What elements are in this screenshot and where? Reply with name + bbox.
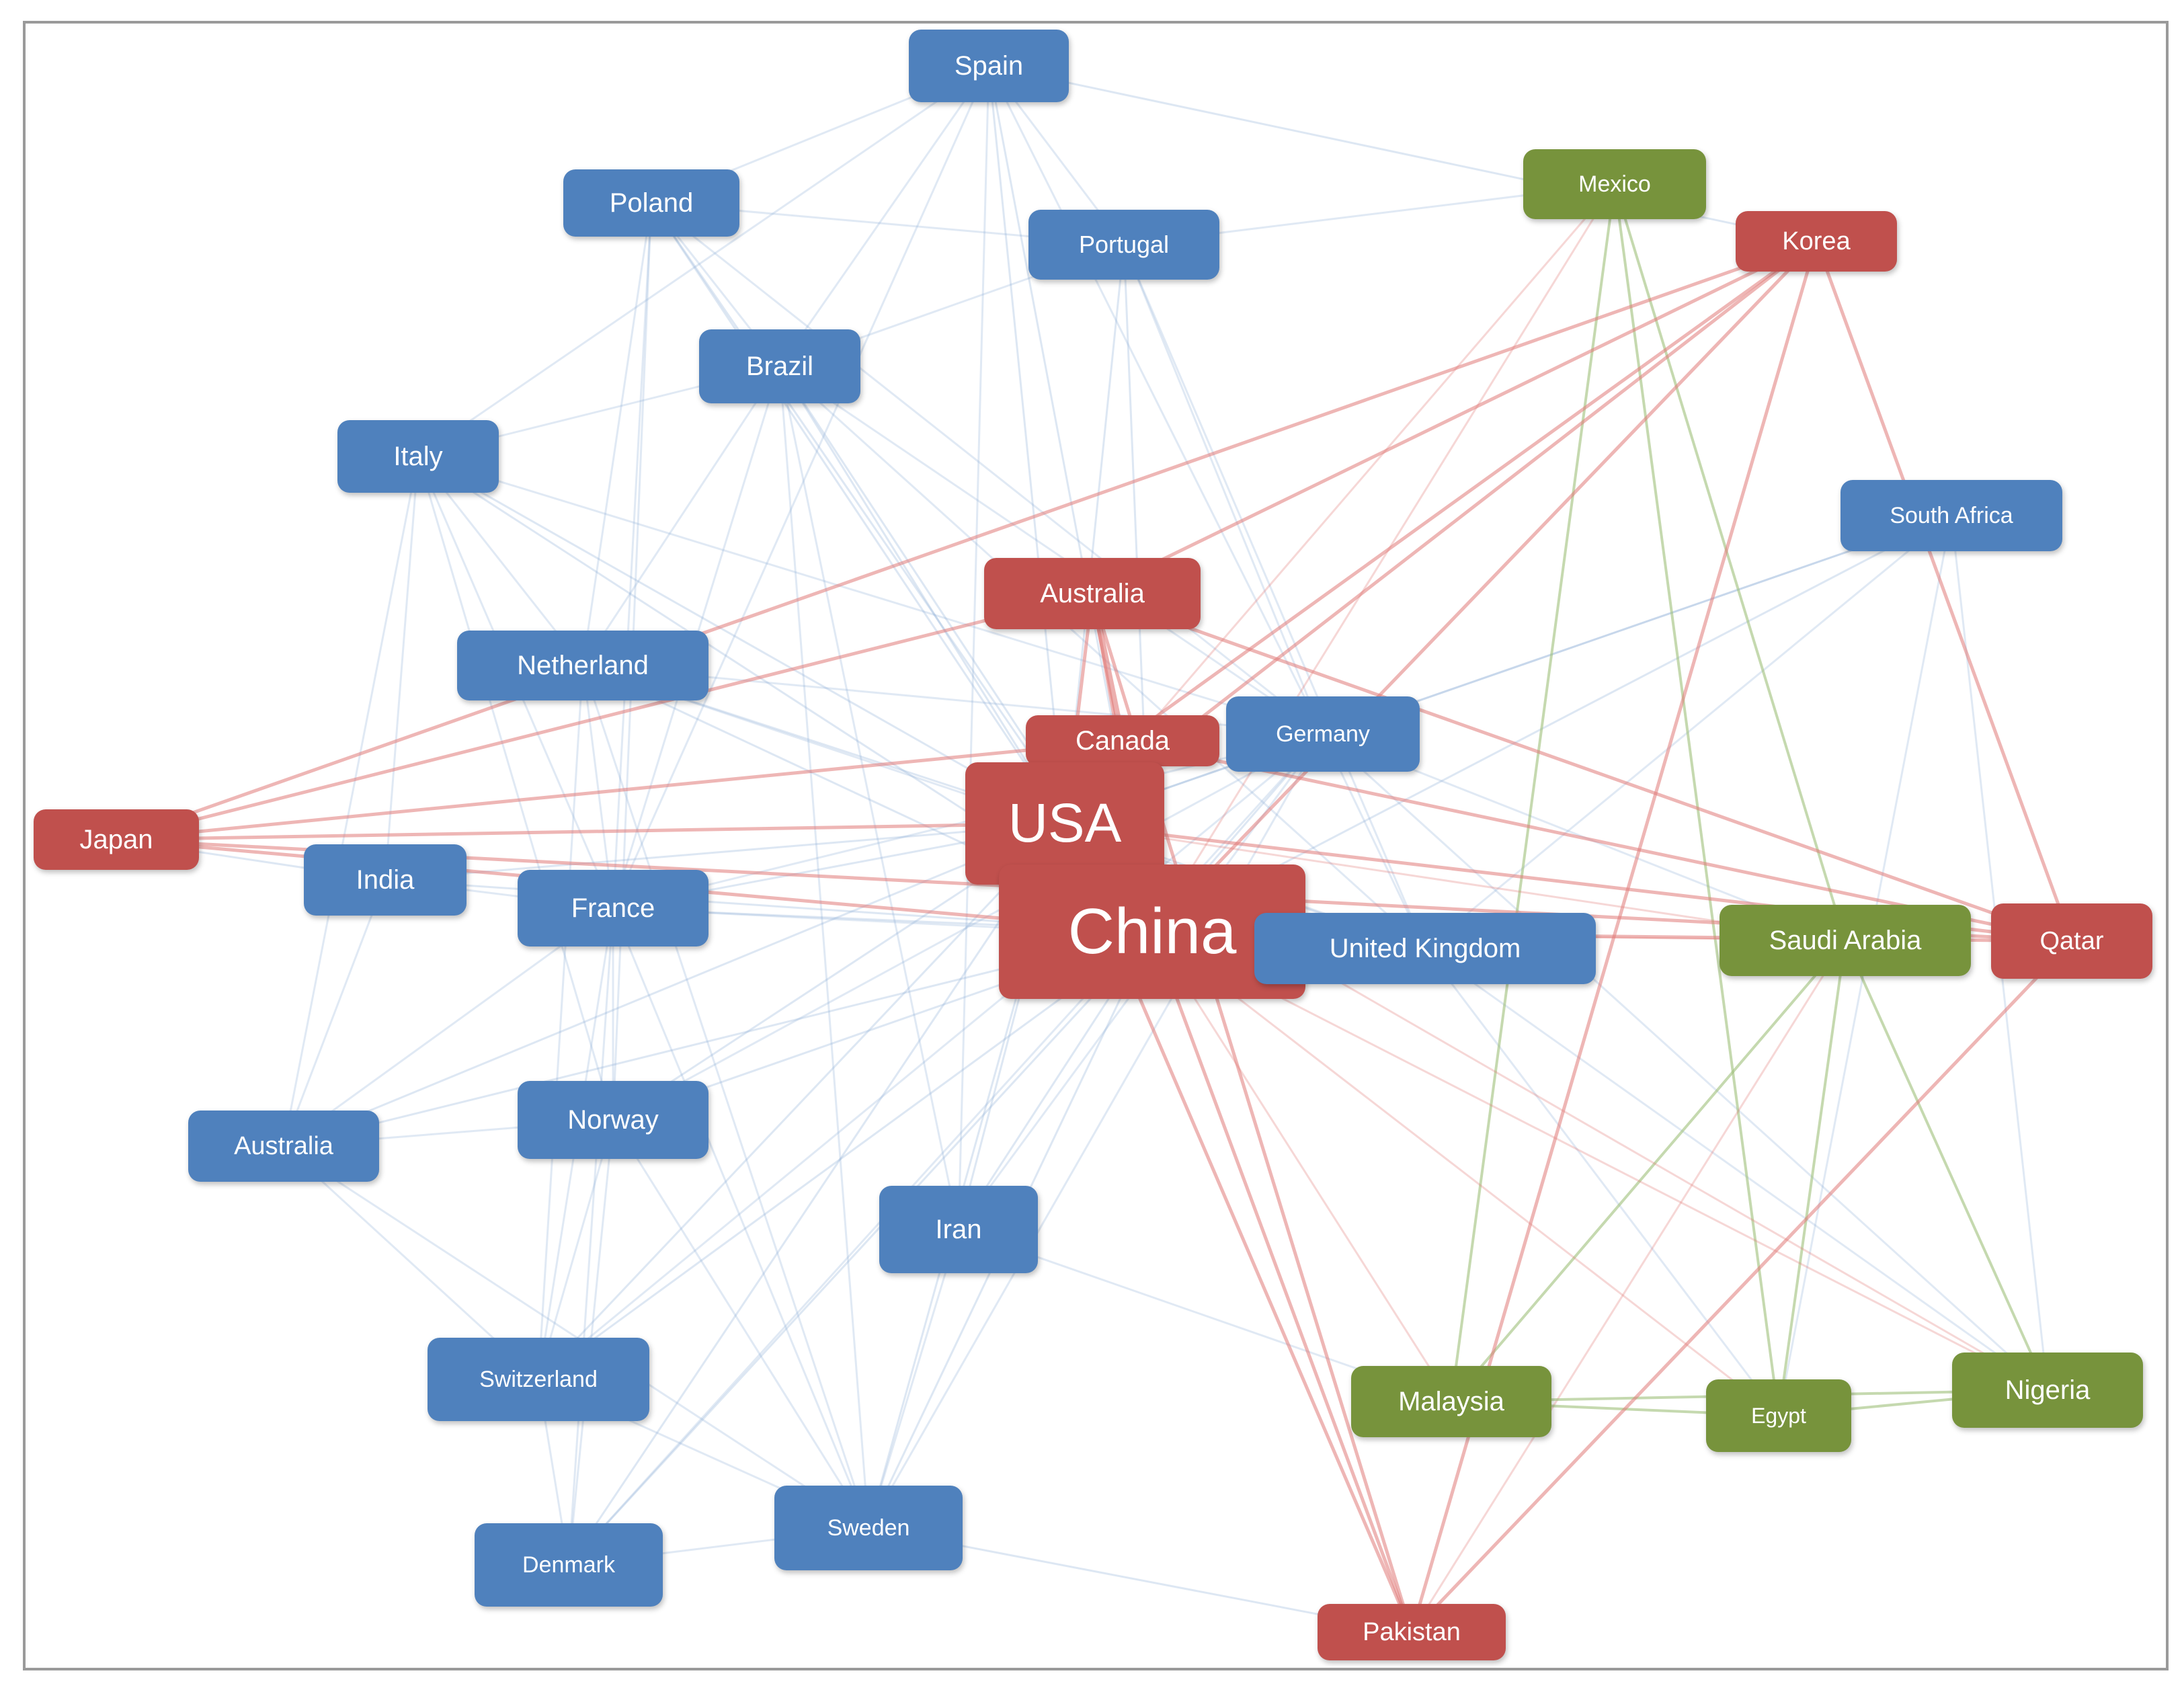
edge-malaysia-china <box>1151 931 1453 1402</box>
edge-south_africa-usa <box>1064 514 1952 825</box>
edge-saudi_arabia-malaysia <box>1450 939 1847 1403</box>
edge-saudi_arabia-pakistan <box>1410 940 1847 1633</box>
node-italy: Italy <box>337 420 499 493</box>
edge-japan-canada <box>116 739 1123 842</box>
node-netherland: Netherland <box>457 631 709 700</box>
node-australia-red: Australia <box>984 558 1201 629</box>
edge-china-pakistan <box>1150 931 1414 1633</box>
edge-mexico-china <box>1151 184 1616 932</box>
edge-china-korea <box>1151 240 1818 933</box>
edge-mexico-saudi_arabia <box>1613 184 1847 941</box>
edge-norway-germany <box>612 733 1324 1121</box>
edge-poland-usa <box>650 202 1066 824</box>
edge-brazil-netherland <box>581 366 781 666</box>
edge-italy-india <box>384 456 419 881</box>
edge-germany-south_africa <box>1322 514 1952 735</box>
node-norway: Norway <box>518 1081 709 1159</box>
edge-australia_blue-usa <box>283 822 1065 1147</box>
edge-india-usa <box>385 822 1065 881</box>
node-spain: Spain <box>909 30 1069 102</box>
edge-korea-qatar <box>1814 241 2074 942</box>
node-pakistan: Pakistan <box>1318 1604 1506 1660</box>
node-germany: Germany <box>1226 696 1420 772</box>
edge-france-sweden <box>612 908 870 1529</box>
edge-denmark-usa <box>567 823 1066 1566</box>
edge-italy-germany <box>417 455 1324 735</box>
node-japan: Japan <box>34 809 199 870</box>
node-malaysia: Malaysia <box>1351 1366 1551 1437</box>
edge-india-australia_blue <box>282 879 387 1147</box>
edge-spain-brazil <box>778 65 990 367</box>
node-brazil: Brazil <box>699 329 860 403</box>
edge-united_kingdom-egypt <box>1424 948 1780 1416</box>
edge-spain-france <box>612 65 990 909</box>
edge-france-australia_blue <box>283 907 614 1147</box>
edge-brazil-iran <box>778 366 960 1230</box>
edge-france-denmark <box>567 908 614 1566</box>
edge-netherland-france <box>581 665 614 909</box>
node-korea: Korea <box>1736 211 1897 272</box>
node-egypt: Egypt <box>1706 1379 1851 1452</box>
node-saudi-arabia: Saudi Arabia <box>1720 905 1971 976</box>
edge-spain-italy <box>417 65 989 458</box>
node-iran: Iran <box>879 1186 1038 1273</box>
edge-norway-sweden <box>612 1119 870 1529</box>
edge-switzerland-germany <box>538 733 1324 1381</box>
edge-japan-korea <box>116 239 1817 842</box>
edge-poland-germany <box>651 202 1324 735</box>
node-france: France <box>518 870 709 946</box>
edge-spain-germany <box>987 65 1324 735</box>
edge-qatar-pakistan <box>1410 940 2073 1634</box>
edge-japan-usa <box>116 821 1065 842</box>
node-south-africa: South Africa <box>1841 480 2062 551</box>
node-poland: Poland <box>563 169 739 237</box>
edge-italy-usa <box>417 455 1065 825</box>
edge-australia_blue-sweden <box>283 1145 869 1529</box>
edge-australia_red-korea <box>1091 239 1818 596</box>
edge-nigeria-china <box>1151 930 2048 1392</box>
edge-brazil-usa <box>778 366 1066 824</box>
edge-mexico-egypt <box>1613 184 1780 1416</box>
node-australia-blue: Australia <box>188 1111 379 1182</box>
node-qatar: Qatar <box>1991 903 2152 979</box>
edge-canada-korea <box>1121 239 1818 743</box>
edge-germany-nigeria <box>1322 733 2049 1392</box>
edge-south_africa-china <box>1151 514 1952 933</box>
edge-switzerland-china <box>538 930 1153 1381</box>
edge-netherland-switzerland <box>537 665 584 1380</box>
edge-italy-australia_blue <box>282 456 419 1147</box>
edge-united_kingdom-nigeria <box>1424 947 2048 1392</box>
edge-brazil-sweden <box>778 366 870 1529</box>
edge-mexico-malaysia <box>1450 184 1616 1402</box>
node-denmark: Denmark <box>475 1523 663 1607</box>
edge-brazil-germany <box>779 365 1324 735</box>
edge-saudi_arabia-egypt <box>1777 940 1847 1416</box>
node-canada: Canada <box>1026 715 1219 766</box>
node-india: India <box>304 844 467 916</box>
edge-spain-usa <box>987 65 1066 824</box>
edge-portugal-united_kingdom <box>1123 244 1426 949</box>
edge-poland-netherland <box>581 202 653 666</box>
edge-denmark-china <box>567 930 1154 1566</box>
edge-italy-norway <box>417 456 614 1121</box>
edge-egypt-china <box>1151 930 1779 1417</box>
edge-saudi_arabia-nigeria <box>1844 940 2049 1391</box>
node-nigeria: Nigeria <box>1952 1353 2143 1428</box>
edge-spain-iran <box>957 65 990 1230</box>
edge-norway-switzerland <box>537 1119 614 1380</box>
edge-portugal-germany <box>1123 244 1324 735</box>
node-usa: USA <box>965 762 1164 885</box>
edge-netherland-sweden <box>581 665 870 1529</box>
node-portugal: Portugal <box>1028 210 1219 280</box>
edge-japan-australia_red <box>116 592 1093 842</box>
edge-iran-sweden <box>867 1229 960 1529</box>
node-switzerland: Switzerland <box>428 1338 649 1421</box>
node-mexico: Mexico <box>1523 149 1706 219</box>
edge-australia_red-qatar <box>1092 592 2072 943</box>
node-united-kingdom: United Kingdom <box>1254 913 1596 984</box>
node-sweden: Sweden <box>774 1486 963 1570</box>
